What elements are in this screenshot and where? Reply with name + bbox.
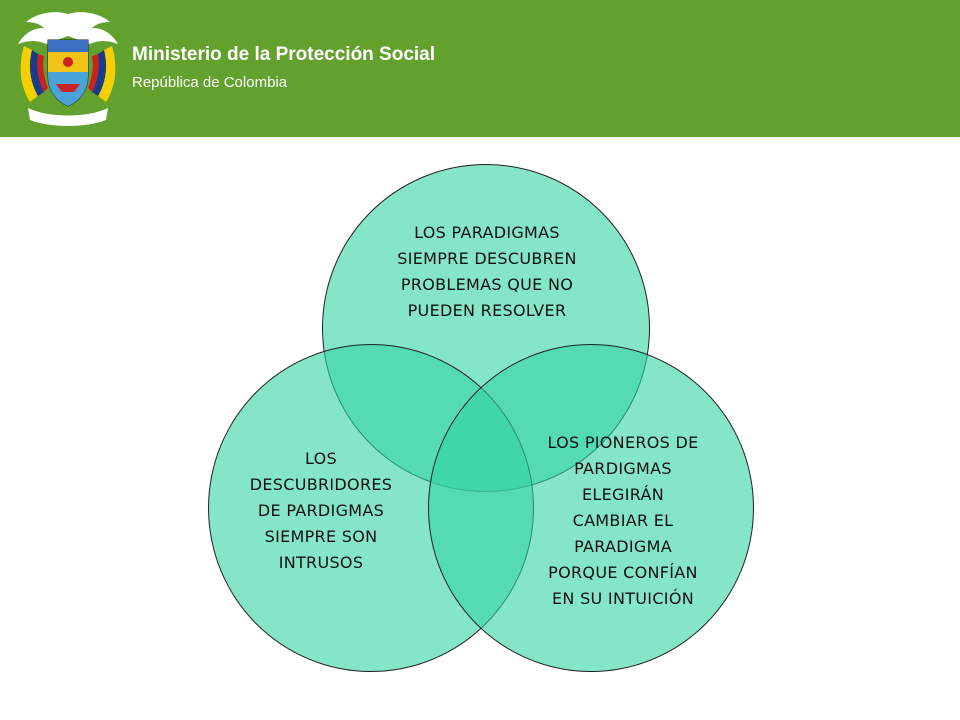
venn-label-right: LOS PIONEROS DE PARDIGMAS ELEGIRÁN CAMBI… <box>547 433 699 608</box>
coat-of-arms-logo <box>18 12 118 126</box>
header-band: Ministerio de la Protección Social Repúb… <box>0 0 960 137</box>
country-name: República de Colombia <box>132 74 288 91</box>
venn-label-left: LOS DESCUBRIDORES DE PARDIGMAS SIEMPRE S… <box>249 449 393 572</box>
venn-label-top: LOS PARADIGMAS SIEMPRE DESCUBREN PROBLEM… <box>397 223 577 320</box>
ministry-name: Ministerio de la Protección Social <box>132 44 436 65</box>
venn-circle-right <box>428 344 754 672</box>
